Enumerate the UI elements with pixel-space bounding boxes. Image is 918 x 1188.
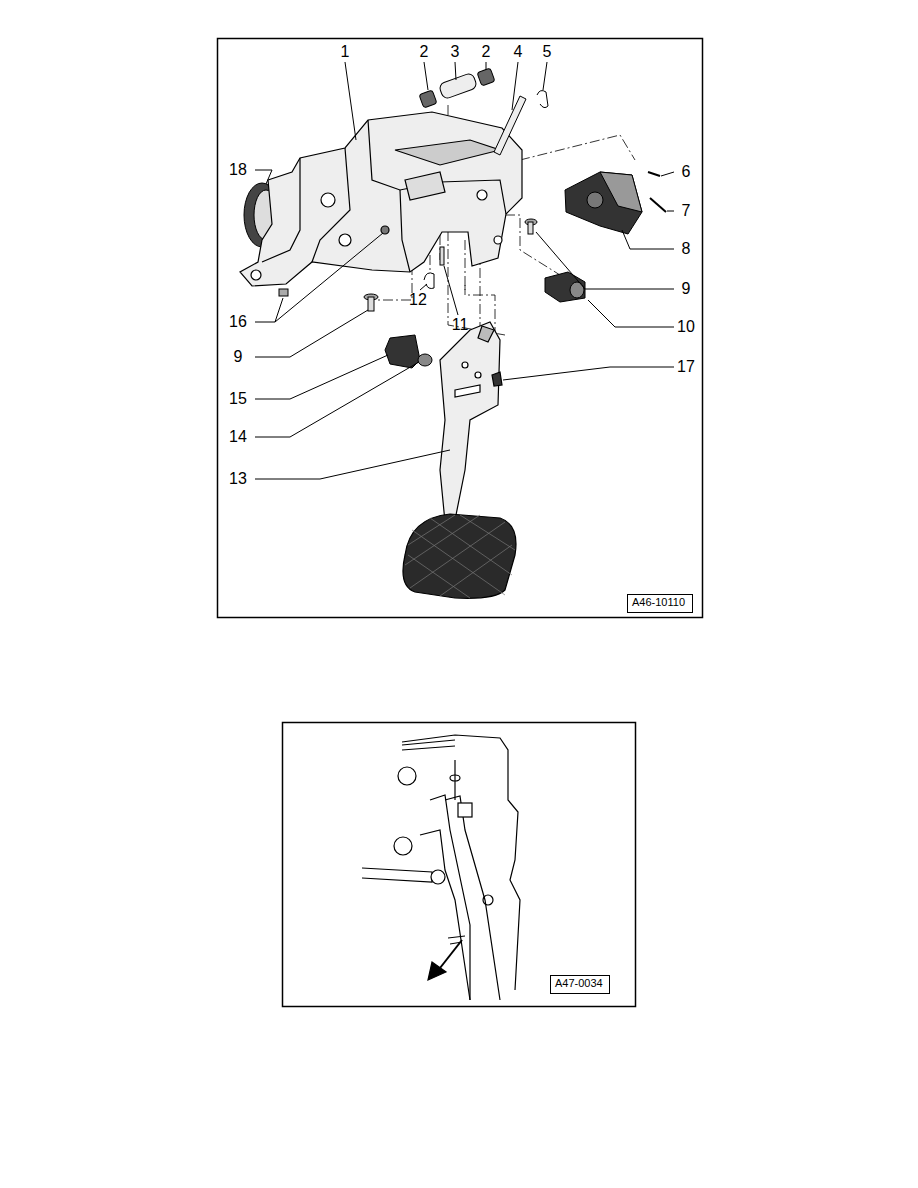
pedal-lever <box>403 322 516 598</box>
pin-and-bushings <box>419 68 495 108</box>
callout-number: 14 <box>229 429 247 445</box>
figure-id: A46-10110 <box>628 595 692 610</box>
callout-number: 2 <box>482 44 491 60</box>
screw-and-switch <box>525 219 585 302</box>
pedal-bracket <box>240 112 522 286</box>
callout-number: 10 <box>677 319 695 335</box>
callout-number: 4 <box>514 44 523 60</box>
callout-number: 11 <box>452 317 469 333</box>
callout-number: 16 <box>229 314 247 330</box>
position-sensor <box>565 172 666 234</box>
frame <box>283 723 636 1007</box>
callout-number: 18 <box>229 162 247 178</box>
callout-number: 17 <box>677 359 695 375</box>
callout-number: 9 <box>234 349 243 365</box>
callout-number: 2 <box>420 44 429 60</box>
figure-id: A47-0034 <box>551 976 609 991</box>
small-parts <box>279 247 444 311</box>
callout-number: 8 <box>682 241 691 257</box>
frame <box>218 39 703 618</box>
shaft <box>494 91 548 155</box>
callout-number: 13 <box>229 471 247 487</box>
callout-number: 12 <box>409 292 427 308</box>
callout-number: 1 <box>341 44 350 60</box>
callout-number: 9 <box>682 281 691 297</box>
figure-id-box: A47-0034 <box>550 975 610 994</box>
figure-id-box: A46-10110 <box>627 594 693 613</box>
callout-number: 6 <box>682 164 691 180</box>
callout-number: 15 <box>229 391 247 407</box>
removal-detail <box>362 735 520 1000</box>
callout-number: 3 <box>451 44 460 60</box>
callout-number: 5 <box>543 44 552 60</box>
callout-number: 7 <box>682 203 691 219</box>
stop-buffer <box>385 335 432 368</box>
leader-line <box>255 62 674 479</box>
